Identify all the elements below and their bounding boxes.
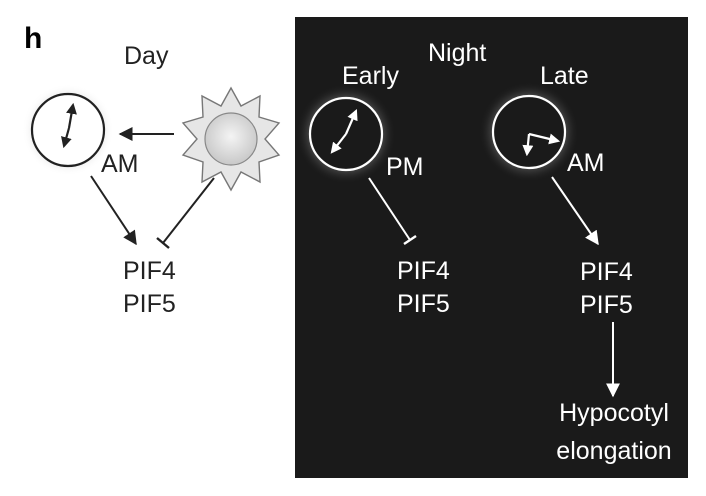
panel-label: h (24, 22, 42, 55)
early-clock-hand-down (330, 133, 347, 154)
sun-core (204, 112, 258, 166)
day-clock-label: AM (101, 150, 139, 178)
early-clock-inhibits-pif-line (368, 177, 411, 241)
late-pif4-label: PIF4 (580, 258, 633, 286)
early-clock-inhibits-pif-bar (403, 235, 417, 245)
output-label-line2: elongation (556, 437, 671, 465)
sun-inhibits-pif-line (162, 177, 215, 244)
day-pif5-label: PIF5 (123, 290, 176, 318)
late-clock-icon (491, 94, 567, 170)
late-clock-hand-down (522, 133, 534, 157)
day-clock-activates-pif-arrow (90, 175, 137, 246)
day-clock-hand-up (66, 102, 77, 129)
early-clock-label: PM (386, 153, 424, 181)
early-pif4-label: PIF4 (397, 257, 450, 285)
late-clock-hand-right (528, 132, 561, 145)
night-title: Night (428, 39, 486, 67)
early-clock-hand-up (344, 108, 358, 135)
late-pif5-label: PIF5 (580, 291, 633, 319)
sun-inhibits-pif-bar (156, 237, 170, 249)
output-label-line1: Hypocotyl (559, 399, 669, 427)
day-title: Day (124, 42, 169, 70)
early-pif5-label: PIF5 (397, 290, 450, 318)
day-pif4-label: PIF4 (123, 257, 176, 285)
late-clock-label: AM (567, 149, 605, 177)
day-clock-hand-down (61, 127, 72, 149)
late-title: Late (540, 62, 589, 90)
late-clock-activates-pif-arrow (551, 176, 599, 246)
